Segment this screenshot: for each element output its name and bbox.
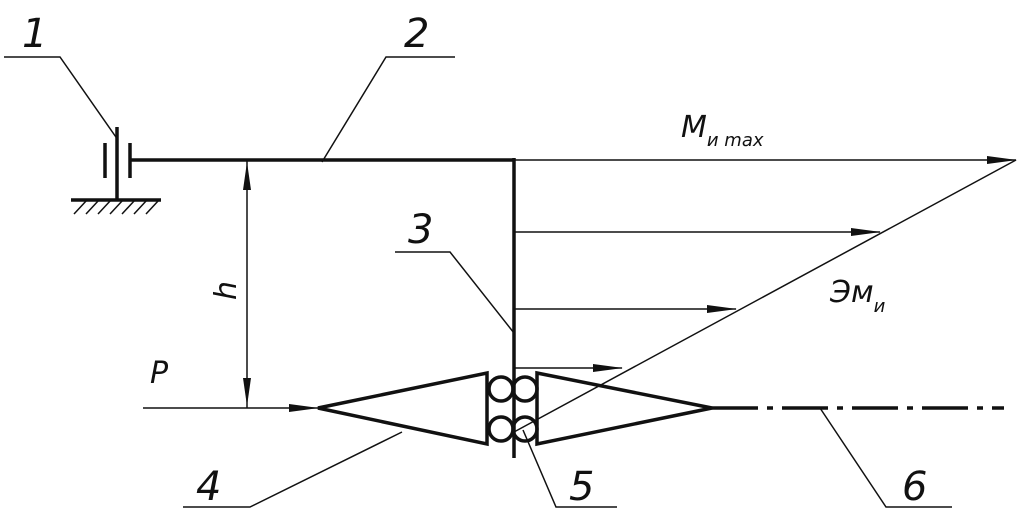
leader-4 <box>183 431 403 508</box>
leader-6 <box>819 407 952 508</box>
label-p: P <box>150 356 169 391</box>
label-1: 1 <box>22 11 47 57</box>
moment-envelope-line <box>513 159 1017 433</box>
left-cone <box>317 370 489 447</box>
right-cone <box>535 370 713 447</box>
height-arrow-top <box>243 162 251 190</box>
label-em-sub: и <box>874 296 886 317</box>
label-4: 4 <box>196 464 221 510</box>
label-em: Эми <box>829 275 886 317</box>
label-3: 3 <box>408 207 433 253</box>
label-5: 5 <box>569 464 594 510</box>
rollers <box>487 375 539 443</box>
leader-lines <box>4 56 952 508</box>
leader-3 <box>395 251 515 334</box>
height-arrow-bottom <box>243 378 251 406</box>
label-em-main: Эм <box>829 275 874 310</box>
leader-1 <box>4 56 119 141</box>
leader-5 <box>522 429 617 508</box>
label-h: h <box>209 281 244 300</box>
label-2: 2 <box>404 11 429 57</box>
label-6: 6 <box>902 464 927 510</box>
label-m-sub: и max <box>707 130 764 151</box>
fixed-support <box>71 127 161 215</box>
label-m: M <box>681 110 707 145</box>
leader-2 <box>321 56 455 163</box>
label-m-max: Mи max <box>681 110 764 151</box>
ground-hatching <box>73 199 160 215</box>
